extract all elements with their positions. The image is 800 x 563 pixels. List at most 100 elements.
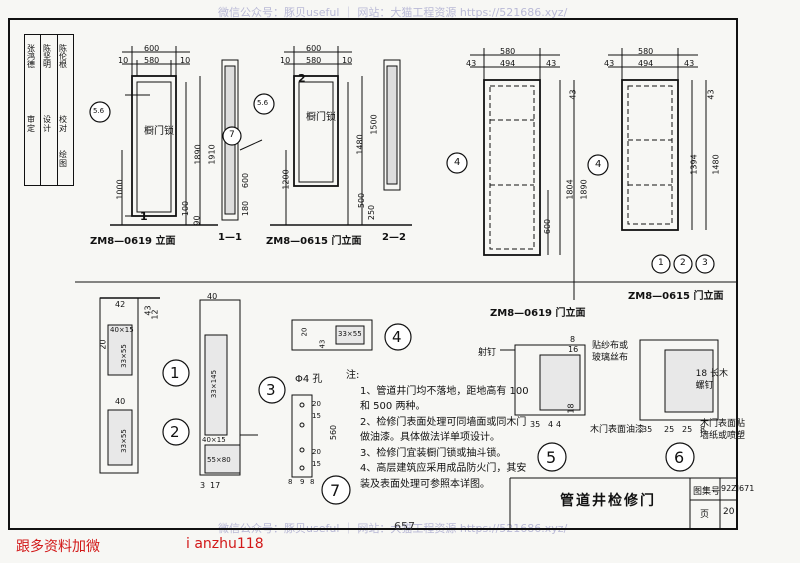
callout-3-small: 3 xyxy=(702,258,708,268)
notes-block: 注: 1、管道井门均不落地，距地高有 100 和 500 两种。 2、检修门表面… xyxy=(346,368,529,492)
d4-dim-20: 20 xyxy=(300,327,309,337)
d1-dim-20: 20 xyxy=(98,339,108,350)
dim-1500: 1500 xyxy=(369,114,379,135)
d3-dim-15-a: 15 xyxy=(312,412,321,420)
d5-dim-18: 18 xyxy=(566,403,576,414)
callout-4-b: 4 xyxy=(595,159,602,170)
dim-580-c: 580 xyxy=(500,47,516,56)
d5-nail-label: 射钉 xyxy=(478,348,497,358)
side-row-6: 校对 xyxy=(59,115,67,133)
detail-1-mark: 1 xyxy=(170,364,180,382)
callout-1-small: 1 xyxy=(658,258,664,268)
d6-screw-label: 18 长木 螺钉 xyxy=(695,369,728,391)
page-number: 657 xyxy=(394,520,415,533)
d6-dim-25-b: 25 xyxy=(682,425,693,434)
dim-580-d: 580 xyxy=(638,47,654,56)
callout-7-a: 7 xyxy=(229,130,235,140)
dim-1910: 1910 xyxy=(207,144,217,165)
side-row-7: 绘图 xyxy=(59,150,67,168)
d6-wallpaper-label: 木门表面贴 墙纸或喷塑 xyxy=(700,419,746,441)
dim-43-d: 43 xyxy=(604,59,615,68)
callout-4-a: 4 xyxy=(454,157,461,168)
section-mark-1: 1 xyxy=(140,210,148,223)
note-line-2: 和 500 两种。 xyxy=(360,401,426,412)
dim-1890: 1890 xyxy=(193,144,203,165)
dim-500: 500 xyxy=(357,192,367,209)
zm8-0619-lock-label: 橱门锁 xyxy=(144,126,174,137)
note-line-6: 4、高层建筑应采用成品防火门，其安 xyxy=(360,463,527,474)
dim-1890-b: 1890 xyxy=(579,179,589,200)
dim-600-c: 600 xyxy=(543,218,553,235)
d3-dim-20-b: 20 xyxy=(312,448,321,456)
d3-dim-15-b: 15 xyxy=(312,460,321,468)
dc-dim-40x15: 40×15 xyxy=(202,436,226,444)
d3-dim-8-a: 8 xyxy=(288,478,293,486)
zm8-0619-elevation-title: ZM8—0619 立面 xyxy=(90,236,176,247)
dim-600-a: 600 xyxy=(144,44,160,53)
d1-dim-33x55-a: 33×55 xyxy=(119,344,128,368)
footer-right-text: i anzhu118 xyxy=(186,536,264,552)
dim-600-b: 600 xyxy=(306,44,322,53)
side-row-2: 陈坚明 xyxy=(43,44,51,69)
dc-dim-33x145: 33×145 xyxy=(210,369,219,399)
side-row-3: 陈伦根 xyxy=(59,44,67,69)
detail-3-mark: 3 xyxy=(266,381,276,399)
dim-250: 250 xyxy=(367,204,377,221)
dim-1480-b: 1480 xyxy=(711,154,721,175)
d1-dim-33x55-b: 33×55 xyxy=(119,429,128,453)
callout-5-6-b: 5.6 xyxy=(257,99,269,107)
dim-600-side: 600 xyxy=(241,172,251,189)
detail-5-mark: 5 xyxy=(546,448,557,467)
d3-dim-20-a: 20 xyxy=(312,400,321,408)
section-1-1-title: 1—1 xyxy=(218,232,242,243)
side-row-5: 设计 xyxy=(43,115,51,133)
callout-5-6-a: 5.6 xyxy=(93,107,105,115)
d5-dim-4-a: 4 xyxy=(548,420,554,429)
section-mark-2: 2 xyxy=(298,72,306,85)
d3-dim-9: 9 xyxy=(300,478,305,486)
d3-dim-8-b: 8 xyxy=(310,478,315,486)
d6-gauze-label: 贴纱布或 玻璃丝布 xyxy=(592,341,629,363)
dim-1200: 1200 xyxy=(281,169,291,190)
footer-left-text: 跟多资料加微 xyxy=(16,539,100,555)
note-line-7: 装及表面处理可参照本详图。 xyxy=(360,478,490,490)
d1-dim-42: 42 xyxy=(115,300,126,309)
detail-4-mark: 4 xyxy=(392,328,402,346)
d6-dim-35: 35 xyxy=(642,425,653,434)
zm8-0615-door-title: ZM8—0615 门立面 xyxy=(628,291,724,302)
d5-dim-8: 8 xyxy=(570,335,576,344)
note-line-4: 做油漆。具体做法详单项设计。 xyxy=(360,432,500,443)
dim-180: 180 xyxy=(241,200,251,217)
d3-dim-560: 560 xyxy=(329,424,339,441)
notes-heading: 注: xyxy=(346,370,360,381)
dim-90: 90 xyxy=(192,215,202,226)
d3-hole-label: Φ4 孔 xyxy=(295,374,323,385)
dim-10-d: 10 xyxy=(342,56,353,65)
dim-1480-a: 1480 xyxy=(355,134,365,155)
dc-dim-3: 3 xyxy=(200,481,206,490)
dc-dim-40: 40 xyxy=(207,292,218,301)
dim-10-a: 10 xyxy=(118,56,129,65)
dim-1394: 1394 xyxy=(689,154,699,175)
note-line-5: 3、检修门宜装橱门锁或抽斗锁。 xyxy=(360,447,507,459)
d5-dim-16: 16 xyxy=(568,345,579,354)
dim-494-a: 494 xyxy=(500,59,516,68)
d1-dim-40x15: 40×15 xyxy=(110,326,134,334)
dc-dim-17: 17 xyxy=(210,481,221,490)
detail-7-mark: 7 xyxy=(330,481,341,500)
dim-1000: 1000 xyxy=(115,179,125,200)
zm8-0619-frame xyxy=(131,75,177,217)
dc-dim-55x80: 55×80 xyxy=(207,456,231,464)
watermark-top: 微信公众号：豚贝useful ｜ 网站：大猫工程资源 https://52168… xyxy=(218,6,568,19)
dim-10-b: 10 xyxy=(180,56,191,65)
page-value: 20 xyxy=(723,507,735,517)
atlas-label: 图集号 xyxy=(693,487,721,497)
d6-dim-25-a: 25 xyxy=(664,425,675,434)
drawing-title: 管道井检修门 xyxy=(560,493,656,509)
d5-dim-35: 35 xyxy=(530,420,541,429)
dim-43-a: 43 xyxy=(466,59,477,68)
d1-dim-40: 40 xyxy=(115,397,126,406)
zm8-0615-lock-label: 橱门锁 xyxy=(306,112,336,123)
side-row-4: 审定 xyxy=(27,115,35,133)
